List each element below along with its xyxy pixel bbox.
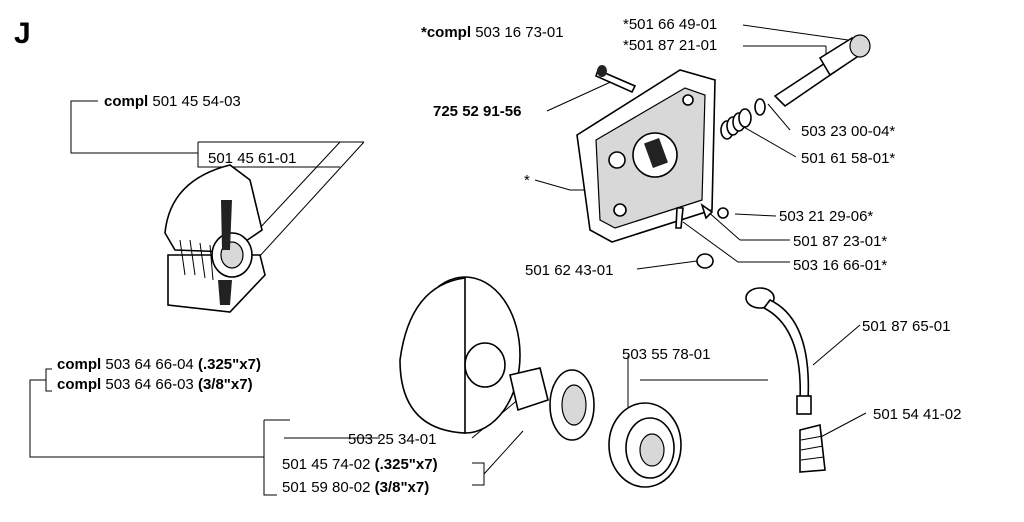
rim-38-spec: (3/8"x7) (374, 479, 430, 496)
oil-hose-drawing (745, 287, 826, 473)
leader-lines (29, 24, 867, 496)
label-501-45-61-01: 501 45 61-01 (208, 150, 297, 167)
drum-38-code: 503 64 66-03 (105, 376, 194, 393)
drum-38-prefix: compl (57, 376, 102, 393)
label-501-87-65-01: 501 87 65-01 (862, 318, 951, 335)
label-725-52-91-56: 725 52 91-56 (433, 103, 521, 120)
screw-code: 725 52 91-56 (433, 103, 522, 120)
rim-38-label: 501 59 80-02 (3/8"x7) (282, 479, 429, 496)
rim-38-code: 501 59 80-02 (282, 479, 371, 496)
drum-325-label: compl 503 64 66-04 (.325"x7) (57, 356, 261, 373)
clutch-compl-prefix: compl (104, 93, 149, 110)
drum-38-label: compl 503 64 66-03 (3/8"x7) (57, 376, 253, 393)
clutch-compl-label: compl 501 45 54-03 (104, 93, 241, 110)
drum-325-spec: (.325"x7) (197, 356, 261, 373)
label-503-55-78-01: 503 55 78-01 (622, 346, 711, 363)
drum-325-prefix: compl (57, 356, 102, 373)
label-501-87-21-01: *501 87 21-01 (623, 37, 718, 54)
label-501-87-23-01: 501 87 23-01* (793, 233, 888, 250)
clutch-assembly-drawing (164, 164, 266, 313)
label-503-23-00-04: 503 23 00-04* (801, 123, 896, 140)
label-503-25-34-01: 503 25 34-01 (348, 431, 437, 448)
drum-325-code: 503 64 66-04 (105, 356, 194, 373)
label-501-61-58-01: 501 61 58-01* (801, 150, 896, 167)
pump-compl-prefix: *compl (421, 24, 472, 41)
rim-325-spec: (.325"x7) (374, 456, 438, 473)
rim-325-label: 501 45 74-02 (.325"x7) (282, 456, 438, 473)
section-letter: J (14, 17, 31, 50)
clutch-compl-code: 501 45 54-03 (152, 93, 241, 110)
clutch-drum-drawing (399, 276, 682, 488)
pump-compl-label: *compl 503 16 73-01 (421, 24, 564, 41)
pump-compl-code: 503 16 73-01 (475, 24, 564, 41)
label-pump-body: * (524, 172, 530, 189)
label-503-21-29-06: 503 21 29-06* (779, 208, 874, 225)
oil-pump-drawing (576, 34, 871, 269)
drum-38-spec: (3/8"x7) (197, 376, 253, 393)
label-501-54-41-02: 501 54 41-02 (873, 406, 962, 423)
label-501-66-49-01: *501 66 49-01 (623, 16, 718, 33)
label-501-62-43-01: 501 62 43-01 (525, 262, 614, 279)
label-503-16-66-01: 503 16 66-01* (793, 257, 888, 274)
rim-325-code: 501 45 74-02 (282, 456, 371, 473)
